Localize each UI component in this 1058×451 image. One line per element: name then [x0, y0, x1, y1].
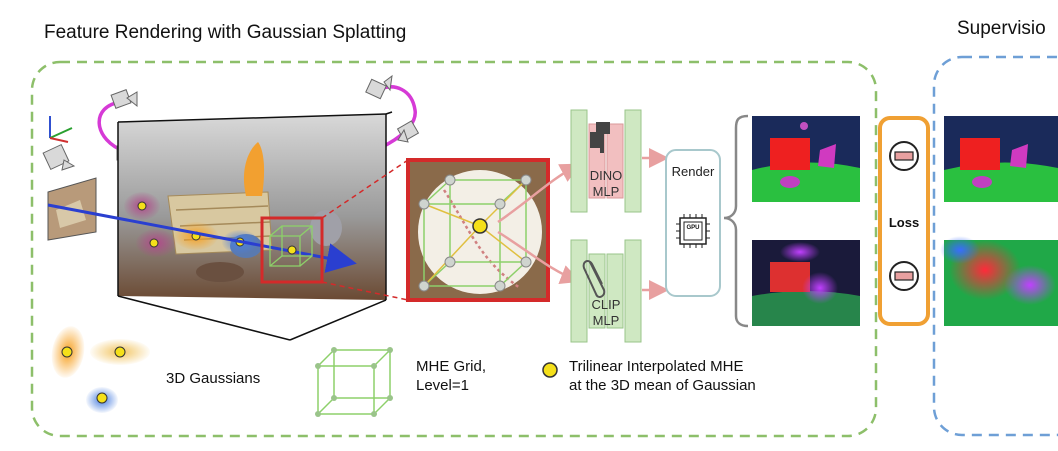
- clip-mlp-label: CLIP MLP: [591, 297, 621, 328]
- camera-icon: [365, 74, 393, 100]
- mhe-grid-small: [269, 225, 313, 267]
- legend-mhe-grid-label: MHE Grid, Level=1: [416, 358, 487, 394]
- supervision-dino-map: [944, 116, 1058, 202]
- supervision-clip-map: [940, 236, 1058, 326]
- rendered-clip-feature-map: [752, 240, 860, 326]
- paperclip-icon: [582, 260, 606, 298]
- gaussian-mean-dot: [137, 201, 147, 211]
- green-panel-border: [30, 60, 878, 438]
- gaussian-mean-dot: [149, 238, 159, 248]
- subtract-icon: [889, 261, 919, 291]
- zoom-region-box: [260, 216, 324, 284]
- curly-brace: [723, 114, 749, 328]
- camera-icon: [110, 89, 138, 109]
- blue-panel-border: [932, 55, 1058, 437]
- legend-gaussians-label: 3D Gaussians: [166, 370, 261, 387]
- loss-label: Loss: [888, 215, 920, 230]
- camera-ray: [47, 203, 357, 273]
- legend-gaussians-icon: [51, 326, 150, 413]
- gpu-label: GPU: [686, 225, 700, 231]
- rendered-dino-feature-map: [752, 116, 860, 202]
- arrow-to-clip: [497, 230, 581, 284]
- render-label: Render: [671, 164, 715, 179]
- arrow-to-dino: [497, 163, 581, 224]
- dino-mlp-label: DINO MLP: [589, 168, 623, 199]
- panel-title-right: Supervisio: [957, 18, 1046, 39]
- zoom-line: [321, 281, 409, 301]
- axes-icon: [49, 116, 73, 143]
- camera-icon: [396, 120, 420, 143]
- legend-mhe-dot-icon: [542, 362, 558, 378]
- gaussian-mean-dot: [287, 245, 297, 255]
- zoom-inset: [406, 158, 550, 302]
- gpu-icon: [676, 214, 710, 248]
- subtract-icon: [889, 141, 919, 171]
- legend-interp-label: Trilinear Interpolated MHE at the 3D mea…: [569, 358, 756, 394]
- panel-title-left: Feature Rendering with Gaussian Splattin…: [44, 22, 407, 43]
- dino-icon: [590, 122, 610, 153]
- legend-mhe-grid-icon: [315, 347, 393, 417]
- camera-icon: [42, 143, 76, 171]
- clip-mlp: [570, 239, 642, 343]
